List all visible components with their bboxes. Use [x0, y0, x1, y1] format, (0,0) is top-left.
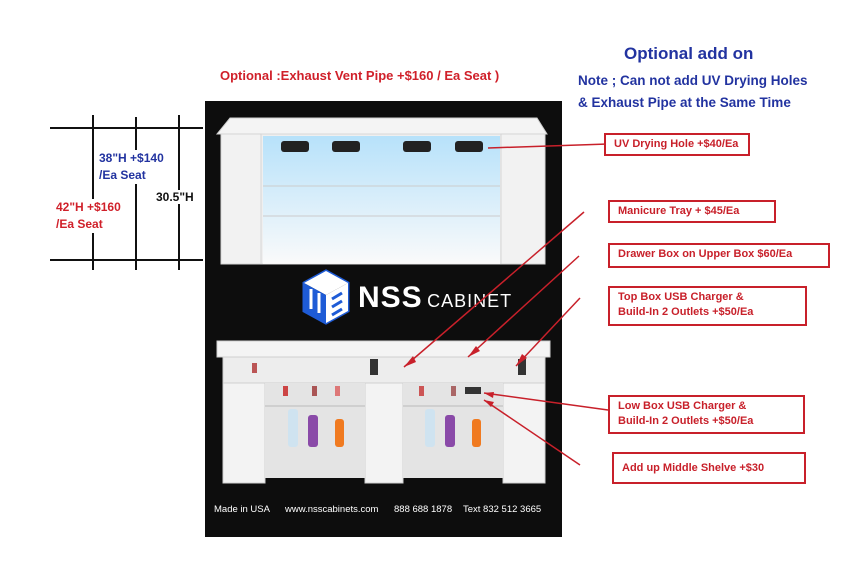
exhaust-option: Optional :Exhaust Vent Pipe +$160 / Ea S… — [220, 68, 500, 83]
optional-add-on-title: Optional add on — [624, 44, 754, 63]
height-38-label: 38"H +$140 /Ea Seat — [99, 150, 164, 184]
callout-uv-drying-hole: UV Drying Hole +$40/Ea — [604, 133, 750, 156]
brand-name: NSS CABINET — [358, 281, 513, 314]
callout-top-box-usb: Top Box USB Charger & Build-In 2 Outlets… — [608, 286, 807, 326]
callout-middle-shelve: Add up Middle Shelve +$30 — [612, 452, 806, 484]
nss-logo-icon — [301, 269, 351, 330]
callout-low-box-usb: Low Box USB Charger & Build-In 2 Outlets… — [608, 395, 805, 434]
height-42-label: 42"H +$160 /Ea Seat — [56, 199, 121, 233]
note-line-1: Note ; Can not add UV Drying Holes — [578, 73, 808, 88]
callout-manicure-tray: Manicure Tray + $45/Ea — [608, 200, 776, 223]
footer-phone: 888 688 1878 — [394, 504, 453, 515]
note-line-2: & Exhaust Pipe at the Same Time — [578, 95, 791, 110]
callout-drawer-box: Drawer Box on Upper Box $60/Ea — [608, 243, 830, 268]
footer-made-in-usa: Made in USA — [214, 504, 270, 515]
footer-text-number: Text 832 512 3665 — [463, 504, 542, 515]
height-30-label: 30.5"H — [156, 190, 194, 204]
footer-website: www.nsscabinets.com — [285, 504, 379, 515]
product-panel: NSS CABINET Made in USA www.nsscabinets.… — [205, 101, 562, 537]
cabinet-illustration — [215, 117, 551, 484]
